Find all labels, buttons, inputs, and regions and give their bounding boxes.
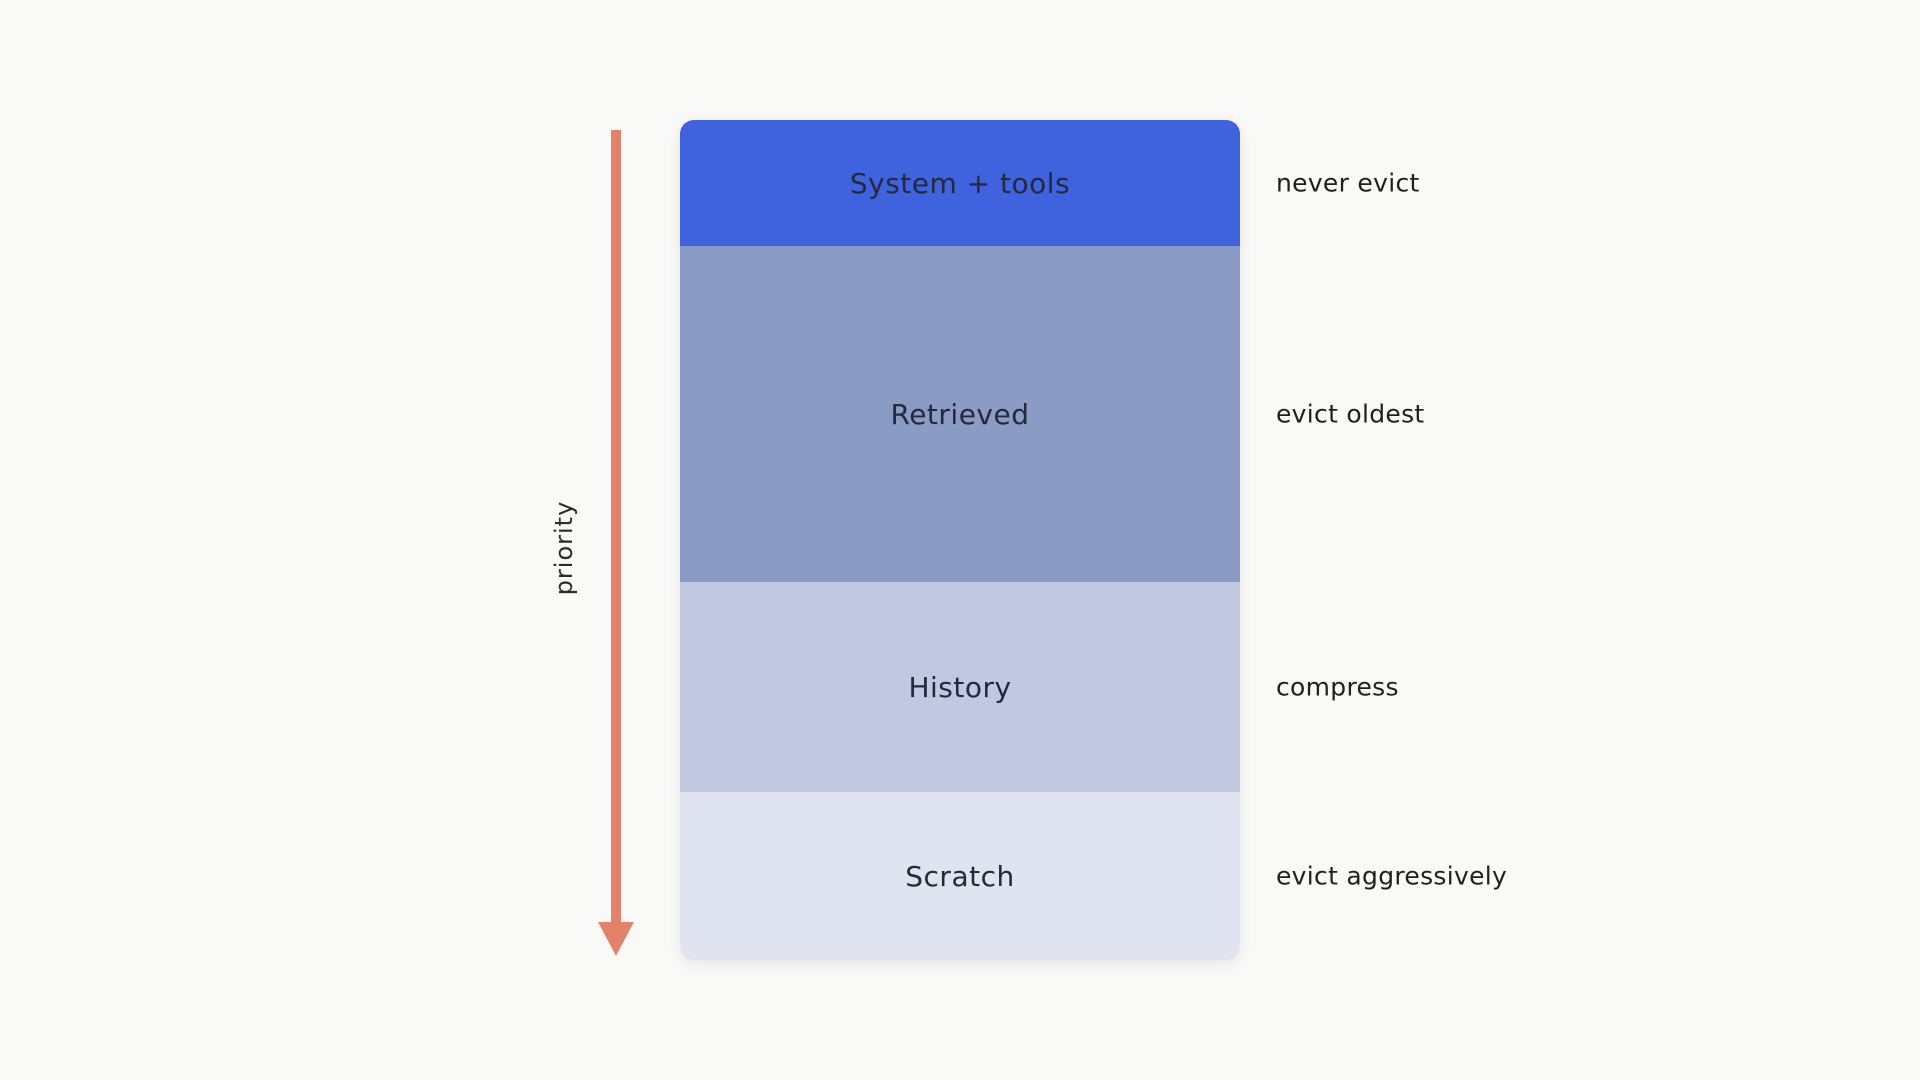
layer-label: History: [908, 670, 1012, 704]
layer-note-system-tools: never evict: [1276, 168, 1420, 198]
priority-axis-label: priority: [550, 500, 578, 596]
layer-label: Scratch: [905, 859, 1015, 893]
layer-note-history: compress: [1276, 672, 1399, 702]
layer-scratch: Scratch: [680, 792, 1240, 960]
priority-arrow-head: [598, 922, 634, 956]
layer-label: System + tools: [849, 166, 1071, 200]
layer-retrieved: Retrieved: [680, 246, 1240, 582]
layer-history: History: [680, 582, 1240, 792]
layer-note-retrieved: evict oldest: [1276, 399, 1425, 429]
priority-arrow-shaft: [611, 130, 621, 924]
layer-label: Retrieved: [890, 397, 1030, 431]
context-layer-stack: System + tools Retrieved History Scratch: [680, 120, 1240, 960]
layer-system-tools: System + tools: [680, 120, 1240, 246]
layer-note-scratch: evict aggressively: [1276, 861, 1508, 891]
